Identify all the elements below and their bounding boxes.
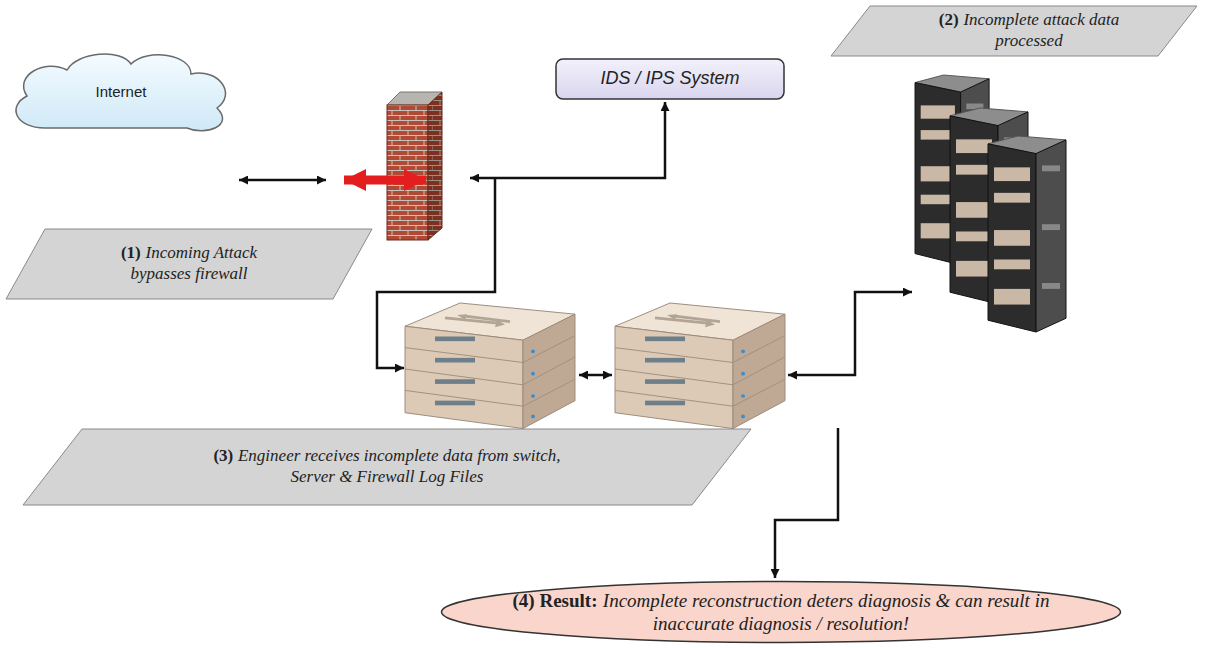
callout-number: (4) Result:: [513, 590, 598, 611]
callout-box-shape: [23, 429, 751, 505]
node-label: Engineer receives incomplete data from s…: [238, 446, 561, 486]
node-text: (2)Incomplete attack data processed: [929, 10, 1129, 51]
attack-arrow: [344, 176, 426, 185]
server-rack: [988, 136, 1066, 332]
callout-number: (1): [121, 243, 141, 262]
node-label: Internet: [96, 83, 147, 100]
node-text: (3) Engineer receives incomplete data fro…: [212, 446, 562, 487]
callout-number: (3): [213, 446, 233, 465]
result-ellipse-outline: [440, 580, 1122, 644]
callout-box: (2)Incomplete attack data processed: [830, 5, 1198, 57]
node-label: Incomplete attack data processed: [963, 10, 1119, 50]
result-ellipse-shape: [442, 582, 1121, 643]
node-label: Incoming Attack bypasses firewall: [131, 243, 258, 283]
ids-box-shape: [556, 59, 784, 99]
callout-box: (3) Engineer receives incomplete data fro…: [22, 428, 752, 506]
node-text: IDS / IPS System: [600, 68, 739, 90]
firewall-icon: [387, 92, 442, 240]
internet-cloud-shape: [16, 54, 226, 131]
network-wires: [239, 102, 912, 578]
node-text: (1)Incoming Attack bypasses firewall: [97, 243, 282, 284]
callout-number: (2): [939, 10, 959, 29]
ids-box: IDS / IPS System: [555, 58, 785, 100]
node-label: IDS / IPS System: [600, 68, 739, 88]
internet-cloud: Internet: [5, 50, 237, 134]
node-label: Incomplete reconstruction deters diagnos…: [603, 590, 1050, 634]
node-text: (4) Result:Incomplete reconstruction det…: [501, 589, 1061, 635]
node-text: Internet: [96, 83, 147, 101]
callout-box: (1)Incoming Attack bypasses firewall: [5, 228, 373, 300]
switch-icon: [405, 303, 575, 429]
result-ellipse: (4) Result:Incomplete reconstruction det…: [440, 580, 1122, 644]
switch-icon: [615, 303, 785, 429]
callout-box-shape: [831, 6, 1197, 56]
callout-box-shape: [6, 229, 372, 299]
